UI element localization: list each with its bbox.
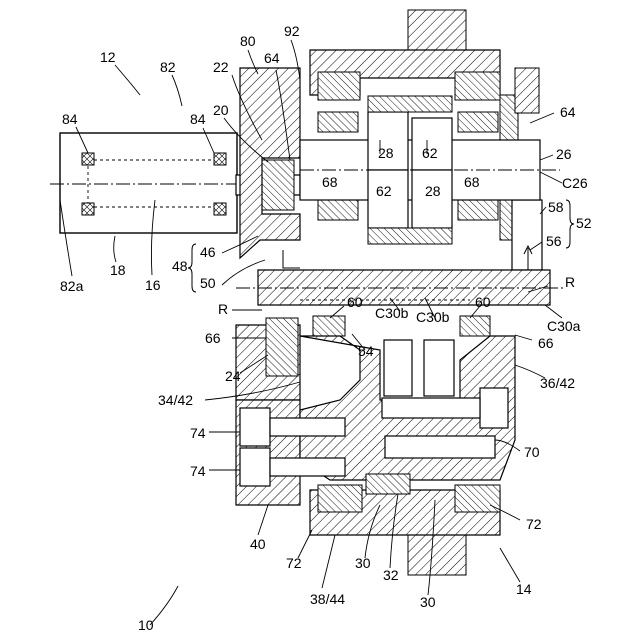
label-66-left: 66 xyxy=(205,330,221,346)
gear-28-mid xyxy=(412,170,452,228)
bolt-upper-right-head xyxy=(480,388,508,428)
label-46: 46 xyxy=(200,244,216,260)
gear-28-top xyxy=(368,112,408,170)
bolt-upper-right-shank xyxy=(382,398,480,418)
label-18: 18 xyxy=(110,262,126,278)
label-36-42: 36/42 xyxy=(540,375,575,391)
label-70: 70 xyxy=(524,444,540,460)
motor-housing xyxy=(60,133,237,233)
bearing-64-left-lower xyxy=(318,200,358,220)
label-C26: C26 xyxy=(562,175,588,191)
label-12: 12 xyxy=(100,49,116,65)
label-72-right: 72 xyxy=(526,516,542,532)
bottom-flange xyxy=(408,530,466,575)
gear-teeth-top xyxy=(368,96,452,112)
gear-62-mid xyxy=(368,170,408,228)
label-32: 32 xyxy=(383,567,399,583)
arrow-left-up xyxy=(283,250,300,268)
label-40: 40 xyxy=(250,536,266,552)
planet-pin-54-b xyxy=(424,340,454,396)
label-84-right: 84 xyxy=(190,111,206,127)
output-shaft xyxy=(236,270,565,305)
bearing-60-left xyxy=(313,316,345,336)
label-30-b: 30 xyxy=(420,594,436,610)
label-30-a: 30 xyxy=(355,555,371,571)
label-58: 58 xyxy=(548,199,564,215)
bearing-84-top-right xyxy=(214,153,226,165)
bolt-74-bottom-head xyxy=(240,448,270,486)
cover-52 xyxy=(515,68,539,113)
bolt-74-bottom-shank xyxy=(270,458,345,476)
bearing-84-top-left xyxy=(82,153,94,165)
bearing-bottom-right xyxy=(455,485,500,512)
bearing-84-bottom-left xyxy=(82,203,94,215)
label-R-left: R xyxy=(218,301,228,317)
gear-teeth-bottom xyxy=(368,228,452,244)
label-84-left: 84 xyxy=(62,111,78,127)
label-38-44: 38/44 xyxy=(310,591,345,607)
label-24: 24 xyxy=(225,368,241,384)
label-60-left: 60 xyxy=(347,294,363,310)
label-26: 26 xyxy=(556,146,572,162)
label-C30a: C30a xyxy=(547,318,581,334)
cover-58 xyxy=(512,200,542,270)
bearing-64-right-lower xyxy=(458,200,498,220)
label-74-bottom: 74 xyxy=(190,463,206,479)
label-R-right: R xyxy=(565,274,575,290)
label-52: 52 xyxy=(576,215,592,231)
bearing-60-right xyxy=(460,316,490,336)
label-14: 14 xyxy=(516,581,532,597)
label-82: 82 xyxy=(160,59,176,75)
top-flange xyxy=(408,10,466,50)
label-72-left: 72 xyxy=(286,555,302,571)
label-64-right: 64 xyxy=(560,104,576,120)
gear-32 xyxy=(366,474,410,494)
label-62-mid: 62 xyxy=(376,183,392,199)
planet-gear-30 xyxy=(366,474,410,494)
label-28-top: 28 xyxy=(378,145,394,161)
label-62-top: 62 xyxy=(422,145,438,161)
bolt-70-shank xyxy=(385,436,495,458)
brace-52 xyxy=(566,200,574,248)
bearing-84-bottom-right xyxy=(214,203,226,215)
label-60-right: 60 xyxy=(475,294,491,310)
label-16: 16 xyxy=(145,277,161,293)
bearing-top-left xyxy=(318,72,360,100)
label-68-left: 68 xyxy=(322,174,338,190)
label-64-top-left: 64 xyxy=(264,50,280,66)
label-56: 56 xyxy=(546,233,562,249)
label-68-right: 68 xyxy=(464,174,480,190)
label-50: 50 xyxy=(200,275,216,291)
pinion-hub xyxy=(262,160,294,210)
bearing-64-left-upper xyxy=(318,112,358,132)
label-80: 80 xyxy=(240,33,256,49)
bearing-bottom-left xyxy=(318,485,362,512)
label-C30b-left: C30b xyxy=(375,305,409,321)
planet-pin-54-a xyxy=(384,340,412,396)
flow-arrows xyxy=(283,246,545,270)
flange-24 xyxy=(266,318,298,376)
brace-48 xyxy=(188,244,196,292)
label-54: 54 xyxy=(358,343,374,359)
label-28-mid: 28 xyxy=(425,183,441,199)
label-48: 48 xyxy=(172,258,188,274)
label-34-42: 34/42 xyxy=(158,392,193,408)
bearing-top-right xyxy=(455,72,500,100)
label-74-top: 74 xyxy=(190,425,206,441)
bolt-74-top-head xyxy=(240,408,270,446)
label-10: 10 xyxy=(138,617,154,633)
label-C30b-right: C30b xyxy=(416,309,450,325)
bolt-74-top-shank xyxy=(270,418,345,436)
label-92: 92 xyxy=(284,23,300,39)
motor-shaft-outline xyxy=(88,160,222,207)
label-82a: 82a xyxy=(60,278,84,294)
label-20: 20 xyxy=(213,102,229,118)
label-22: 22 xyxy=(213,59,229,75)
bearing-64-right-upper xyxy=(458,112,498,132)
label-66-right: 66 xyxy=(538,335,554,351)
gear-62-top xyxy=(412,118,452,170)
